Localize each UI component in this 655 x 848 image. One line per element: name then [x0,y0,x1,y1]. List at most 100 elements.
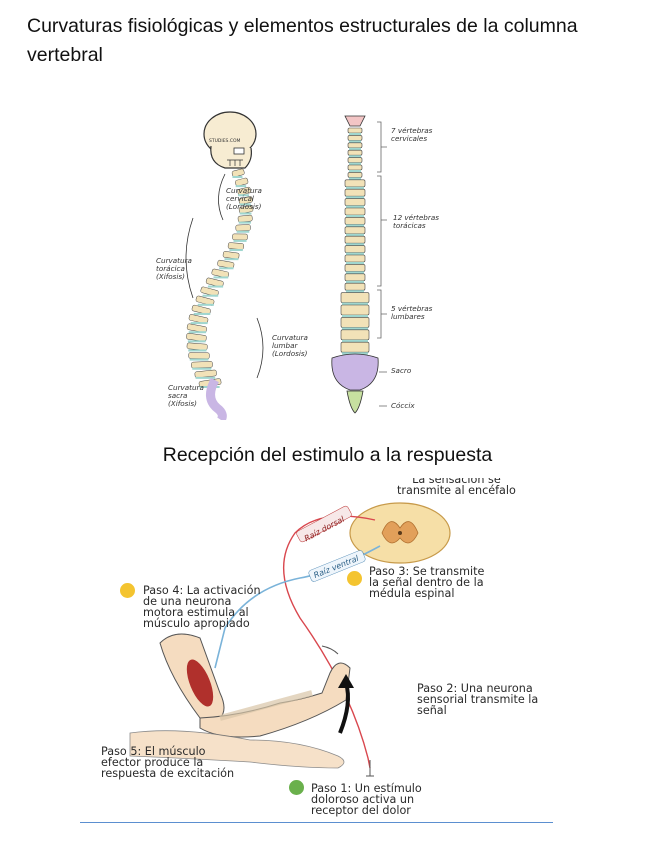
vertebra-side [235,177,249,187]
sacrum-shape [331,353,379,391]
disc-side [190,322,208,325]
thoracic-vertebrae-label: 12 vértebras torácicas [393,213,439,230]
biceps-muscle [186,659,214,707]
intervertebral-disc [346,271,364,274]
vertebra-body [344,264,366,272]
disc-side [239,212,252,215]
disc-side [238,194,249,197]
step4-marker-dot [120,583,135,598]
disc-side [189,358,209,361]
vertebra-body [347,164,363,171]
intervertebral-disc [346,196,364,199]
vertebra-body [347,149,363,156]
vertebra-side [217,259,235,269]
vertebra-side [194,369,217,378]
disc-side [219,267,234,270]
vertebra-side [188,314,209,324]
vertebra-side [232,233,248,241]
disc-side [207,285,224,288]
vertebra-side [237,214,253,223]
vertebra-side [211,268,229,278]
step2-text: Paso 2: Una neurona sensorial transmite … [417,682,539,717]
vertebra-body [344,282,366,291]
intervertebral-disc [342,315,368,318]
intervertebral-disc [346,205,364,208]
intervertebral-disc [342,302,368,305]
vertebra-side [227,242,244,250]
disc-side [188,331,207,334]
vertebra-side [231,168,245,178]
vertebra-side [237,186,252,196]
thoracic-curve-label: Curvatura torácica (Xifosis) [156,256,192,281]
vertebra-side [222,251,240,260]
vertebra-body [340,341,370,353]
intervertebral-disc [346,252,364,255]
intervertebral-disc [346,243,364,246]
disc-side [187,340,206,343]
intervertebral-disc [349,170,361,173]
intervertebral-disc [346,186,364,190]
intervertebral-disc [349,162,361,165]
sacrum-side [206,377,227,420]
coccyx-label: Cóccix [391,401,415,410]
atlas-vertebra [344,115,366,127]
vertebra-side [238,196,253,205]
spine-front-view-illustration [331,115,379,414]
intervertebral-disc [346,280,364,284]
vertebra-body [344,245,366,253]
step4-text: Paso 4: La activación de una neurona mot… [143,584,261,630]
vertebra-body [340,329,370,341]
sensation-to-brain-text: La sensación se transmite al encéfalo [397,473,516,497]
disc-side [213,276,229,279]
step1-marker-dot [289,780,304,795]
disc-side [192,367,212,370]
step3-marker-dot [347,571,362,586]
intervertebral-disc [346,224,364,227]
skull-image: STUDIES.COM [203,111,257,169]
vertebra-side [191,361,213,369]
vertebra-side [235,224,251,232]
vertebra-body [347,157,363,163]
cervical-vertebrae-label: 7 vértebras cervicales [391,126,433,143]
vertebra-body [344,207,366,216]
disc-side [202,294,219,297]
intervertebral-disc [349,177,361,180]
vertebra-body [344,235,366,244]
intervertebral-disc [342,339,368,343]
vertebra-body [344,198,366,206]
vertebra-group-brackets [377,121,387,407]
lumbar-vertebrae-label: 5 vértebras lumbares [391,304,433,321]
step3-text: Paso 3: Se transmite la señal dentro de … [369,565,485,600]
vertebra-body [344,217,366,225]
bottom-divider-line [80,822,553,823]
intervertebral-disc [342,352,368,355]
vertebra-body [340,304,370,316]
intervertebral-disc [342,327,368,330]
sacrum-label: Sacro [391,366,412,375]
skull-watermark: STUDIES.COM [209,138,241,144]
disc-side [239,203,251,206]
vertebra-side [186,323,207,333]
disc-side [229,249,243,252]
spine-curve [186,168,254,420]
intervertebral-disc [346,233,364,237]
vertebra-side [195,295,215,306]
disc-side [188,349,207,352]
intervertebral-disc [346,290,364,293]
disc-side [197,303,214,306]
disc-side [224,258,239,261]
step1-text: Paso 1: Un estímulo doloroso activa un r… [311,782,422,817]
reflex-arc-illustration: Raíz dorsal Raíz ventral [129,502,451,777]
vertebra-body [340,317,370,328]
intervertebral-disc [349,147,361,151]
vertebra-side [238,205,254,214]
intervertebral-disc [346,262,364,265]
vertebra-body [347,127,363,134]
intervertebral-disc [349,155,361,158]
vertebra-body [344,254,366,263]
disc-side [195,376,216,379]
cervical-curve-label: Curvatura cervical (Lordosis) [226,186,262,211]
vertebra-body [344,226,366,235]
disc-side [233,239,247,242]
page-title: Curvaturas fisiológicas y elementos estr… [27,15,578,66]
